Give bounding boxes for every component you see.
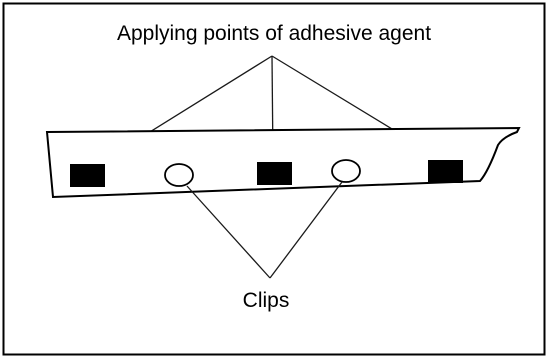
- clips-label: Clips: [243, 289, 290, 312]
- clip-leader-right: [269, 181, 343, 279]
- adhesive-point-center: [257, 162, 292, 185]
- clip-leader-lines: [186, 181, 343, 279]
- figure-frame: [2, 2, 546, 356]
- clip-left: [164, 163, 194, 187]
- adhesive-points-label: Applying points of adhesive agent: [117, 22, 431, 45]
- adhesive-point-right: [428, 160, 463, 183]
- adhesive-points: [70, 160, 463, 187]
- adhesive-point-left: [70, 164, 105, 187]
- clips: [164, 159, 361, 187]
- clip-right: [331, 159, 361, 183]
- clip-leader-left: [186, 185, 271, 279]
